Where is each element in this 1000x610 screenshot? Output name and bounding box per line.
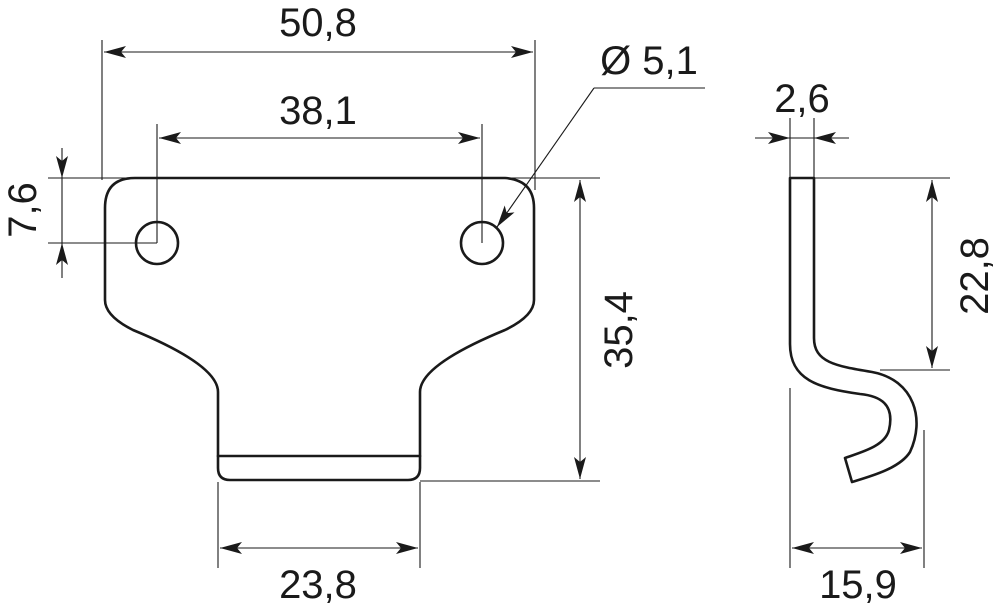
- dimension-lines: [56, 46, 938, 554]
- bracket-outline: [103, 176, 536, 482]
- label-hole-offset: 7,6: [1, 182, 45, 238]
- front-view: [103, 176, 536, 482]
- side-view: [788, 176, 918, 484]
- profile-outline: [788, 176, 918, 484]
- label-overall-width: 50,8: [279, 1, 357, 45]
- label-hole-diameter: Ø 5,1: [600, 39, 698, 83]
- hole-diameter-leader: [496, 87, 595, 228]
- label-profile-height: 22,8: [953, 237, 997, 315]
- extension-lines: [48, 40, 950, 568]
- label-thickness: 2,6: [774, 77, 830, 121]
- label-profile-depth: 15,9: [819, 563, 897, 607]
- label-hole-spacing: 38,1: [279, 89, 357, 133]
- label-tab-width: 23,8: [279, 563, 357, 607]
- label-height: 35,4: [597, 291, 641, 369]
